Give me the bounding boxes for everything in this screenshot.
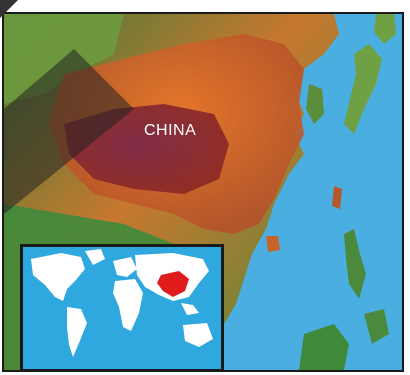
- map-frame: CHINA: [2, 12, 404, 372]
- japan: [344, 44, 382, 134]
- japan-north: [374, 14, 396, 44]
- china-highlight: [157, 271, 189, 297]
- korea: [306, 84, 324, 124]
- shaded-band: [4, 49, 134, 214]
- australia: [183, 323, 213, 347]
- world-inset-map: [20, 244, 224, 370]
- china-label: CHINA: [144, 122, 197, 139]
- se-asia-islands: [181, 303, 199, 315]
- world-inset-svg: [23, 247, 221, 369]
- borneo: [299, 324, 349, 370]
- europe: [113, 257, 137, 277]
- taiwan: [332, 186, 342, 209]
- greenland: [85, 249, 105, 265]
- corner-notch: [0, 0, 18, 18]
- hainan: [266, 236, 280, 252]
- north-america: [31, 253, 85, 301]
- philippines-south: [364, 309, 389, 344]
- africa: [113, 279, 143, 331]
- south-america: [67, 307, 87, 357]
- philippines: [344, 229, 366, 299]
